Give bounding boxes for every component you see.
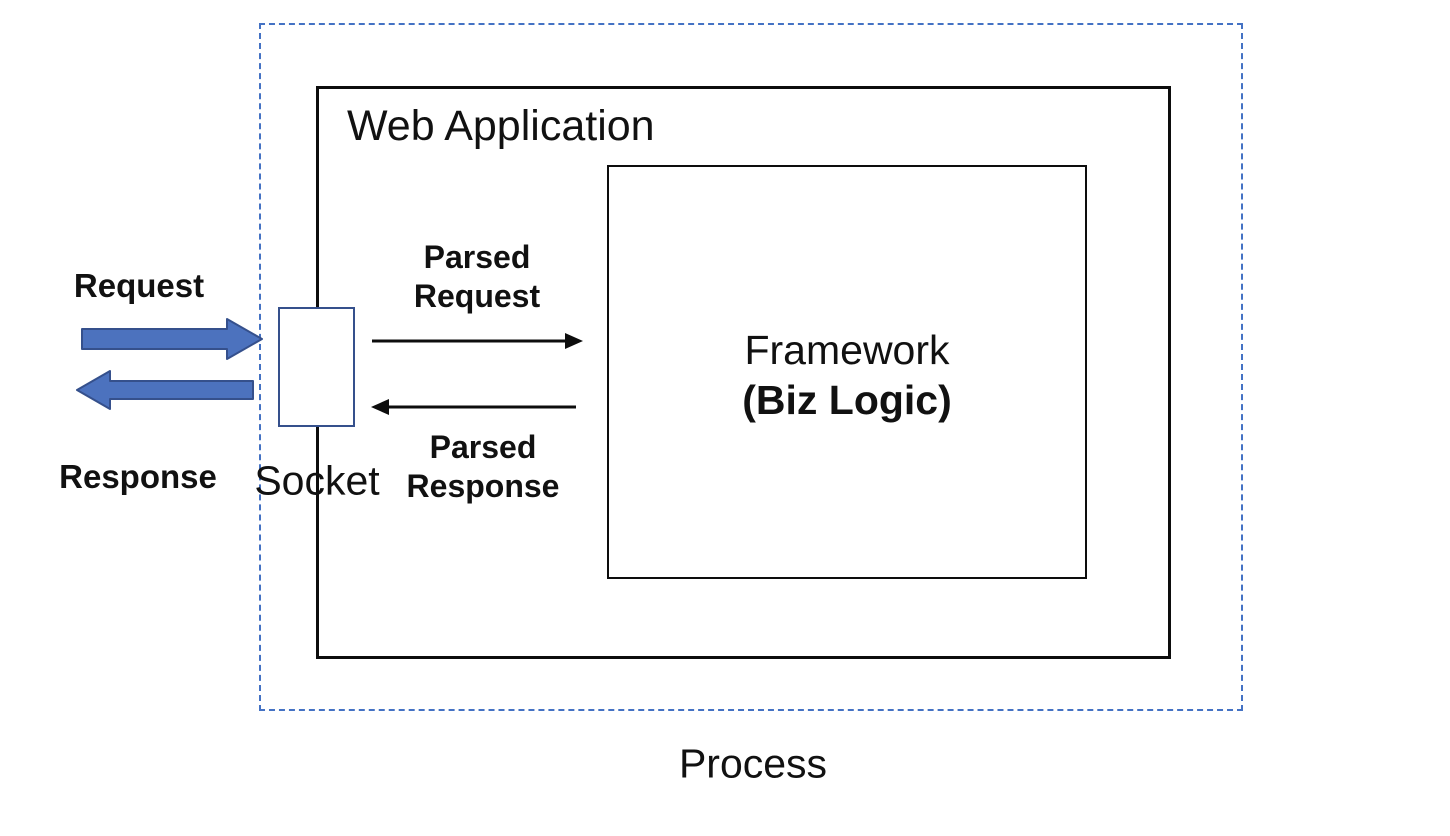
framework-label: Framework (Biz Logic)	[742, 325, 952, 425]
framework-label-line2: (Biz Logic)	[742, 377, 952, 423]
socket-box	[278, 307, 355, 427]
parsed-request-label-line1: Parsed	[423, 239, 531, 275]
framework-label-line1: Framework	[744, 327, 950, 373]
parsed-response-label-line2: Response	[406, 468, 560, 504]
parsed-request-label-line2: Request	[413, 278, 541, 314]
parsed-request-label: Parsed Request	[414, 238, 540, 316]
process-boundary-box	[259, 23, 1243, 711]
response-label: Response	[59, 458, 217, 495]
request-label: Request	[73, 267, 205, 304]
response-block-arrow-icon	[76, 370, 254, 410]
process-label: Process	[678, 740, 828, 787]
framework-box: Framework (Biz Logic)	[607, 165, 1087, 579]
socket-label: Socket	[254, 457, 380, 504]
parsed-response-label: Parsed Response	[407, 428, 560, 506]
web-application-label: Web Application	[347, 102, 655, 150]
request-block-arrow-icon	[81, 318, 263, 360]
parsed-response-label-line1: Parsed	[429, 429, 537, 465]
